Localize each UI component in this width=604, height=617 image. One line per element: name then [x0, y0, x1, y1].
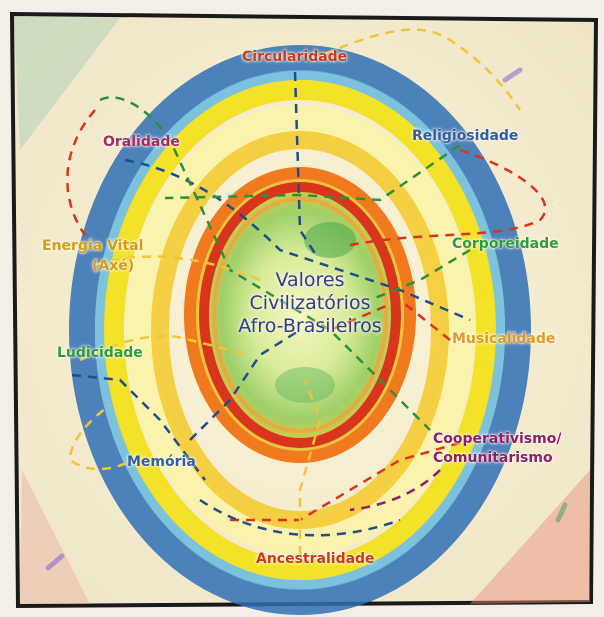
value-label-energia-vital: Energia Vital: [42, 238, 144, 254]
center-title-line-1: Valores: [275, 269, 345, 291]
corner-wash-top-left: [14, 16, 120, 150]
value-label-musicalidade: Musicalidade: [452, 331, 556, 347]
ring-orange: [184, 167, 416, 463]
connector-lines: [66, 28, 547, 555]
green-patch-bottom: [275, 367, 335, 403]
ring-cream: [125, 105, 475, 555]
value-label-ancestralidade: Ancestralidade: [256, 551, 375, 567]
value-label-comunitarismo: Comunitarismo: [433, 450, 553, 466]
center-title-line-2: Civilizatórios: [249, 292, 371, 314]
green-patch-top: [304, 222, 356, 258]
ring-outer-blue: [69, 45, 531, 615]
ring-light-blue: [95, 70, 505, 590]
ring-amber: [212, 197, 388, 433]
corner-wash-bottom-right: [470, 470, 590, 604]
ring-red: [199, 182, 401, 448]
center-title-line-3: Afro-Brasileiros: [238, 315, 382, 337]
value-label-ludicidade: Ludicidade: [57, 345, 143, 361]
value-label-corporeidade: Corporeidade: [452, 236, 559, 252]
center-title: Valores Civilizatórios Afro-Brasileiros: [222, 269, 398, 338]
value-label-memoria: Memória: [127, 454, 196, 470]
value-label-axe: (Axé): [92, 258, 135, 274]
value-label-religiosidade: Religiosidade: [412, 128, 519, 144]
ring-yellow-outer: [104, 80, 496, 580]
value-label-cooperativismo: Cooperativismo/: [433, 431, 562, 447]
value-label-oralidade: Oralidade: [103, 134, 180, 150]
corner-wash-bottom-left: [20, 470, 90, 604]
value-label-circularidade: Circularidade: [242, 49, 348, 65]
